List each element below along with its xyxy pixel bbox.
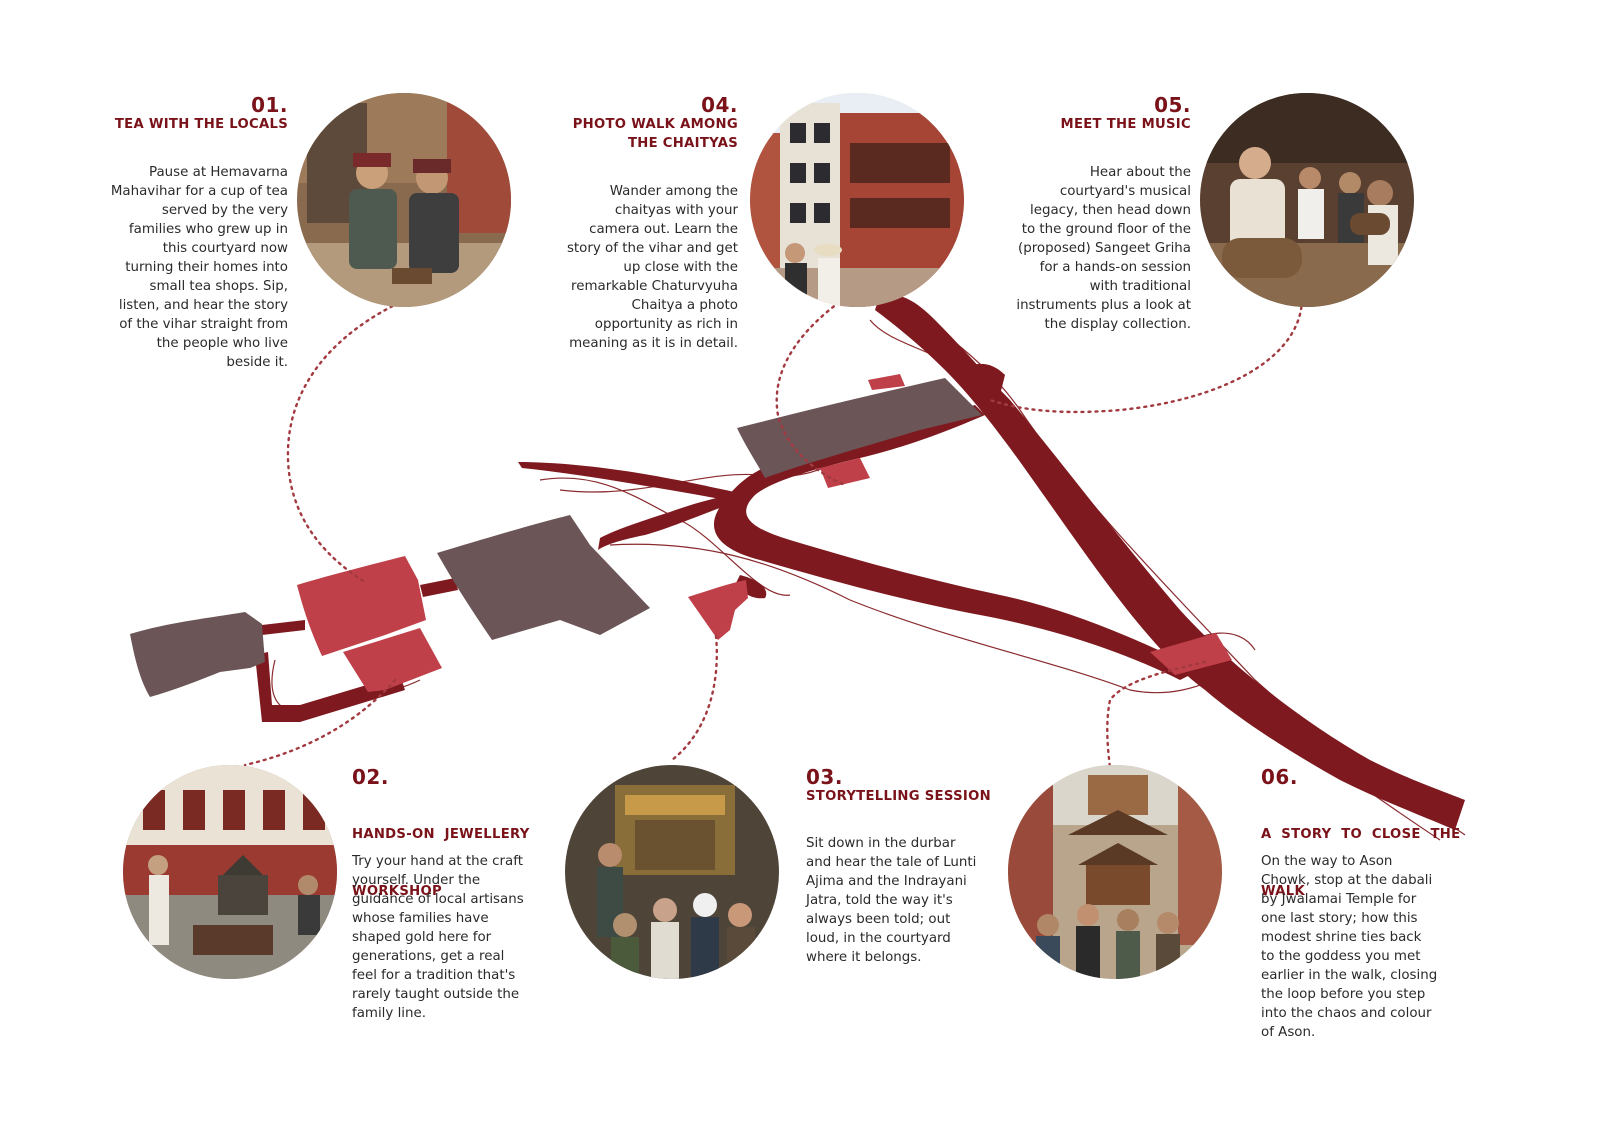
- photo-meet-the-music: [1200, 93, 1414, 307]
- photo-storytelling-session: [565, 765, 779, 979]
- walk-path: [255, 294, 1465, 830]
- stop-06-number: 06.: [1261, 765, 1298, 789]
- stop-02-description: Try your hand at the craft yourself. Und…: [352, 854, 524, 1021]
- stop-01-description: Pause at Hemavarna Mahavihar for a cup o…: [110, 165, 288, 370]
- stop-02-number: 02.: [352, 765, 389, 789]
- photo-story-to-close: [1008, 765, 1222, 979]
- stop-04-title: PHOTO WALK AMONG THE CHAITYAS: [572, 117, 738, 151]
- stop-05-title: MEET THE MUSIC: [1060, 117, 1191, 132]
- stop-03-number: 03.: [806, 765, 843, 789]
- stop-06-description: On the way to Ason Chowk, stop at the da…: [1261, 854, 1438, 1040]
- dotted-connectors: [243, 296, 1304, 770]
- stop-05-description: Hear about the courtyard's musical legac…: [1016, 165, 1191, 332]
- stop-02-title: HANDS-ON JEWELLERY WORKSHOP: [352, 827, 530, 899]
- courtyard-blocks: [130, 378, 982, 697]
- stop-03-title: STORYTELLING SESSION: [806, 789, 991, 804]
- stop-01-number: 01.: [251, 93, 288, 117]
- stop-05-number: 05.: [1154, 93, 1191, 117]
- stop-03-description: Sit down in the durbar and hear the tale…: [806, 836, 977, 965]
- stop-04-description: Wander among the chaityas with your came…: [566, 184, 738, 351]
- stop-04-number: 04.: [701, 93, 738, 117]
- photo-tea-with-locals: [297, 93, 511, 307]
- stop-01-title: TEA WITH THE LOCALS: [114, 117, 288, 132]
- activity-zones: [297, 374, 1232, 692]
- stop-06-title: A STORY TO CLOSE THE WALK: [1261, 827, 1461, 899]
- photo-jewellery-workshop: [123, 765, 337, 979]
- photo-chaityas: [750, 93, 964, 307]
